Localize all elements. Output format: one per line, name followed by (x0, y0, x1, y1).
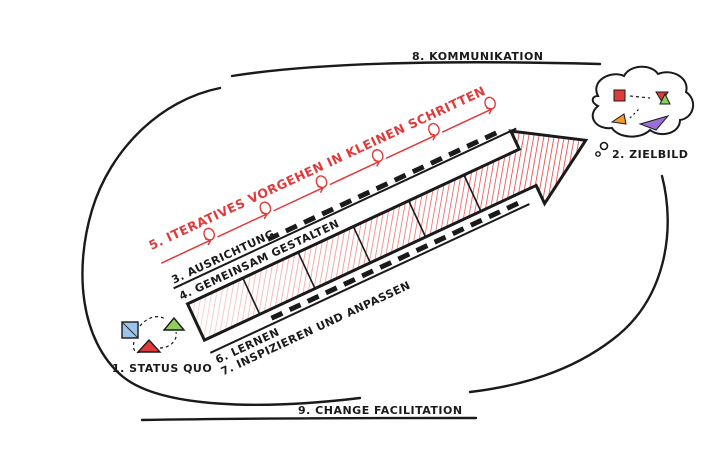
outer-loop (81, 60, 669, 422)
progress-arrow (185, 129, 589, 343)
ausrichtung-line (173, 127, 517, 290)
change-facilitation-label: 9. CHANGE FACILITATION (298, 404, 463, 417)
people-row-icon (270, 201, 520, 321)
people-row-icon (266, 130, 498, 242)
status-quo-label: 1. STATUS QUO (112, 362, 212, 375)
lernen-line (209, 203, 530, 354)
kommunikation-label: 8. KOMMUNIKATION (412, 50, 544, 63)
zielbild-thought-cloud-icon (591, 65, 695, 157)
spiral-loop-icon (203, 96, 496, 241)
status-quo-shapes-icon (121, 316, 186, 354)
main-arrow-group: 5. ITERATIVES VORGEHEN IN KLEINEN SCHRIT… (146, 83, 589, 378)
zielbild-label: 2. ZIELBILD (612, 148, 688, 161)
